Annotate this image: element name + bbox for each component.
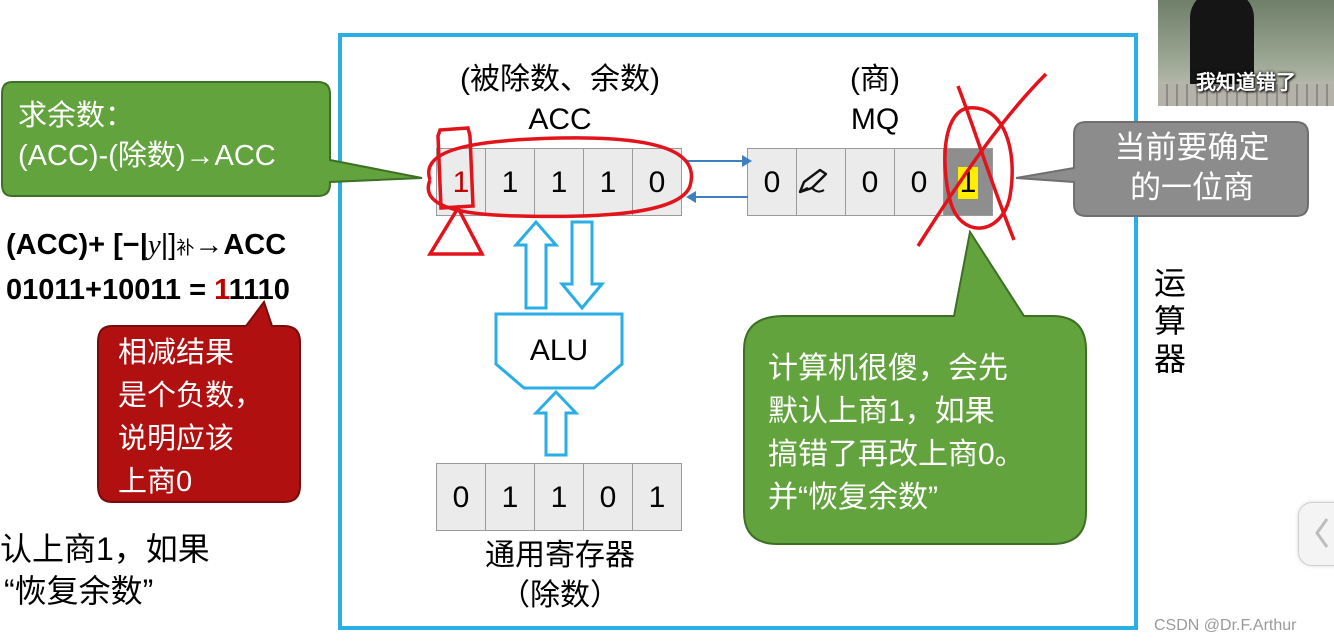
acc-sign-triangle xyxy=(426,204,485,256)
webcam-thumbnail: 我知道错了 xyxy=(1158,0,1334,106)
mq-register: 0 0 0 1 xyxy=(747,148,995,216)
quotient-callout: 当前要确定 的一位商 xyxy=(1114,130,1270,205)
gpr-caption-line1: 通用寄存器 xyxy=(485,539,635,572)
negative-callout-shape xyxy=(97,300,301,503)
bottom-left-line1: 认上商1，如果 xyxy=(0,531,210,567)
formula-sign-bit: 1 xyxy=(214,274,229,306)
formula-line1-suffix: →ACC xyxy=(194,229,287,261)
acc-bit: 1 xyxy=(583,148,633,216)
mq-bit: 0 xyxy=(845,148,895,216)
acc-circle-annotation xyxy=(426,136,694,219)
formula-line2-prefix: 01011+10011 = xyxy=(6,274,215,306)
acc-to-alu-arrow xyxy=(558,220,606,311)
formula-line2: 01011+10011 = 11110 xyxy=(6,269,290,311)
webcam-person xyxy=(1190,0,1254,100)
formula-y: y xyxy=(147,229,161,261)
watermark: CSDN @Dr.F.Arthur xyxy=(1154,617,1297,634)
formula: (ACC)+ [−|y|]补→ACC 01011+10011 = 11110 xyxy=(6,224,290,311)
formula-line1-mid: |] xyxy=(160,229,177,261)
gpr-bit: 0 xyxy=(436,463,486,531)
gpr-bit: 0 xyxy=(583,463,633,531)
acc-caption-line2: ACC xyxy=(528,103,592,136)
gpr-bit: 1 xyxy=(485,463,535,531)
acc-to-mq-arrow xyxy=(686,155,752,167)
player-side-button[interactable] xyxy=(1298,502,1334,566)
alu-to-acc-arrow xyxy=(512,219,560,310)
mq-caption: (商) MQ xyxy=(800,60,950,140)
mq-bit-circle-annotation xyxy=(943,106,1014,230)
gpr-register: 0 1 1 0 1 xyxy=(436,463,684,531)
computer-note-callout-shape xyxy=(743,230,1087,545)
gpr-to-alu-arrow xyxy=(532,389,580,457)
formula-line2-suffix: 1110 xyxy=(228,274,290,306)
gpr-bit: 1 xyxy=(632,463,682,531)
gpr-bit: 1 xyxy=(534,463,584,531)
pen-cursor-icon xyxy=(798,168,828,194)
bottom-left-line2: “恢复余数” xyxy=(4,573,154,609)
mq-bit-cross-2 xyxy=(916,72,1048,247)
gpr-caption: 通用寄存器 （除数） xyxy=(430,536,690,616)
remainder-callout-line1: 求余数： xyxy=(18,100,135,132)
mq-bit-cross-1 xyxy=(956,85,1016,241)
remainder-callout-shape xyxy=(1,81,423,197)
acc-first-bit-box xyxy=(436,126,475,210)
alu-diagram-frame xyxy=(338,33,1138,630)
alu-label: ALU xyxy=(529,334,589,367)
mq-to-acc-arrow xyxy=(686,191,748,203)
mq-bit: 0 xyxy=(894,148,944,216)
acc-caption-line1: (被除数、余数) xyxy=(460,63,660,96)
acc-register: 1 1 1 1 0 xyxy=(436,148,684,216)
acc-bit: 0 xyxy=(632,148,682,216)
webcam-floor xyxy=(1158,84,1334,106)
negative-callout: 相减结果 是个负数， 说明应该 上商0 xyxy=(118,337,264,498)
chevron-icon xyxy=(1315,518,1329,548)
mq-caption-line2: MQ xyxy=(850,103,900,136)
bottom-left-note: 认上商1，如果 “恢复余数” xyxy=(0,528,210,612)
arithmetic-unit-label: 运 算 器 xyxy=(1154,265,1187,377)
acc-caption: (被除数、余数) ACC xyxy=(430,60,690,140)
formula-complement-sub: 补 xyxy=(176,238,195,258)
gpr-caption-line2: （除数） xyxy=(500,579,620,612)
quotient-callout-shape xyxy=(1015,121,1309,217)
webcam-caption: 我知道错了 xyxy=(1196,72,1296,94)
computer-note-callout: 计算机很傻，会先 默认上商1，如果 搞错了再改上商0。 并“恢复余数” xyxy=(768,352,1025,514)
alu-shape xyxy=(494,312,624,390)
remainder-callout-line2: (ACC)-(除数)→ACC xyxy=(18,140,276,172)
remainder-callout: 求余数： (ACC)-(除数)→ACC xyxy=(18,96,276,176)
formula-line1: (ACC)+ [−|y|]补→ACC xyxy=(6,224,290,269)
formula-line1-prefix: (ACC)+ [−| xyxy=(6,229,148,261)
mq-caption-line1: (商) xyxy=(850,63,900,96)
